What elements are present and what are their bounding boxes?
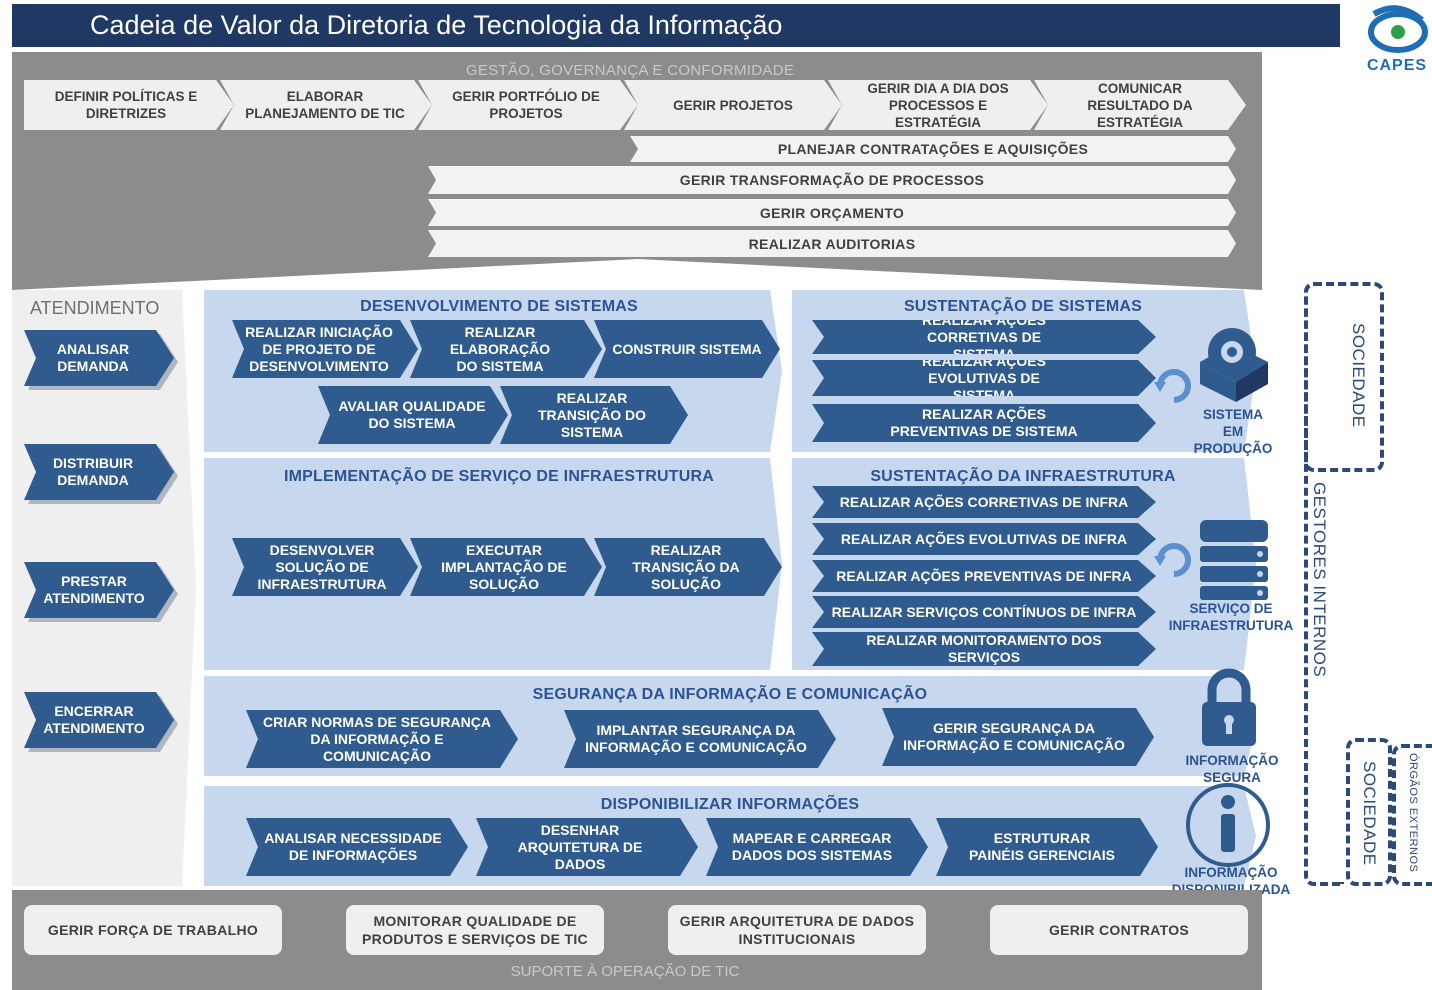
sust-infra-evolutivas: REALIZAR AÇÕES EVOLUTIVAS DE INFRA	[812, 523, 1156, 555]
atend-step-encerrar-atendimento: ENCERRAR ATENDIMENTO	[24, 692, 174, 748]
sust-sis-preventivas: REALIZAR AÇÕES PREVENTIVAS DE SISTEMA	[812, 404, 1156, 442]
gov-step-elaborar-planejamento: ELABORAR PLANEJAMENTO DE TIC	[220, 80, 432, 130]
orgaos-box	[1392, 744, 1432, 886]
infra-step-desenvolver: DESENVOLVER SOLUÇÃO DE INFRAESTRUTURA	[232, 538, 418, 596]
atend-step-analisar-demanda: ANALISAR DEMANDA	[24, 330, 174, 386]
atendimento-title: ATENDIMENTO	[30, 297, 160, 318]
dev-step-iniciacao: REALIZAR INICIAÇÃO DE PROJETO DE DESENVO…	[232, 320, 418, 378]
panel-title-sustentacao-infra: SUSTENTAÇÃO DA INFRAESTRUTURA	[870, 468, 1176, 485]
infra-step-executar: EXECUTAR IMPLANTAÇÃO DE SOLUÇÃO	[410, 538, 602, 596]
support-monitorar-qualidade: MONITORAR QUALIDADE DE PRODUTOS E SERVIÇ…	[346, 905, 604, 955]
seg-step-implantar: IMPLANTAR SEGURANÇA DA INFORMAÇÃO E COMU…	[564, 710, 836, 768]
support-title: SUPORTE À OPERAÇÃO DE TIC	[510, 962, 740, 980]
panel-title-desenvolvimento: DESENVOLVIMENTO DE SISTEMAS	[360, 298, 638, 315]
capes-logo-icon	[1368, 5, 1428, 53]
dev-step-transicao: REALIZAR TRANSIÇÃO DO SISTEMA	[500, 386, 688, 444]
governance-title: GESTÃO, GOVERNANÇA E CONFORMIDADE	[465, 61, 795, 79]
atend-step-distribuir-demanda: DISTRIBUIR DEMANDA	[24, 444, 174, 500]
support-gerir-contratos: GERIR CONTRATOS	[990, 905, 1248, 955]
disp-step-analisar: ANALISAR NECESSIDADE DE INFORMAÇÕES	[246, 818, 468, 876]
gov-step-gerir-portfolio: GERIR PORTFÓLIO DE PROJETOS	[418, 80, 638, 130]
gov-bar-realizar-auditorias: REALIZAR AUDITORIAS	[428, 230, 1236, 257]
gov-bar-gerir-transformacao: GERIR TRANSFORMAÇÃO DE PROCESSOS	[428, 166, 1236, 194]
gov-bar-gerir-orcamento: GERIR ORÇAMENTO	[428, 199, 1236, 226]
info-icon	[1186, 783, 1270, 867]
disp-step-estruturar: ESTRUTURAR PAINÉIS GERENCIAIS	[936, 818, 1158, 876]
support-gerir-forca-de-trabalho: GERIR FORÇA DE TRABALHO	[24, 905, 282, 955]
dev-step-construir: CONSTRUIR SISTEMA	[594, 320, 780, 378]
lock-icon	[1202, 668, 1256, 746]
capes-logo-text: CAPES	[1366, 57, 1428, 74]
infra-step-transicao: REALIZAR TRANSIÇÃO DA SOLUÇÃO	[594, 538, 782, 596]
label-gestores-internos: GESTORES INTERNOS	[1310, 482, 1329, 678]
disp-step-desenhar: DESENHAR ARQUITETURA DE DADOS	[476, 818, 698, 876]
atend-step-prestar-atendimento: PRESTAR ATENDIMENTO	[24, 562, 174, 618]
dev-step-elaboracao: REALIZAR ELABORAÇÃO DO SISTEMA	[410, 320, 602, 378]
label-sociedade-bottom: SOCIEDADE	[1360, 760, 1379, 866]
sust-infra-preventivas: REALIZAR AÇÕES PREVENTIVAS DE INFRA	[812, 560, 1156, 592]
sust-sis-corretivas: REALIZAR AÇÕES CORRETIVAS DE SISTEMA	[812, 320, 1156, 354]
server-icon	[1200, 520, 1268, 600]
seg-step-criar-normas: CRIAR NORMAS DE SEGURANÇA DA INFORMAÇÃO …	[246, 710, 518, 768]
output-informacao-segura: INFORMAÇÃO SEGURA	[1185, 753, 1279, 785]
support-gerir-arquitetura: GERIR ARQUITETURA DE DADOS INSTITUCIONAI…	[668, 905, 926, 955]
page-title-bar: Cadeia de Valor da Diretoria de Tecnolog…	[12, 4, 1340, 47]
label-sociedade-top: SOCIEDADE	[1349, 322, 1368, 428]
gov-step-gerir-dia-a-dia: GERIR DIA A DIA DOS PROCESSOS E ESTRATÉG…	[828, 80, 1048, 130]
sust-infra-corretivas: REALIZAR AÇÕES CORRETIVAS DE INFRA	[812, 486, 1156, 518]
gov-step-gerir-projetos: GERIR PROJETOS	[624, 80, 842, 130]
gov-bar-planejar-contratacoes: PLANEJAR CONTRATAÇÕES E AQUISIÇÕES	[630, 136, 1236, 162]
page-title: Cadeia de Valor da Diretoria de Tecnolog…	[90, 10, 783, 40]
sociedade-bottom-box	[1346, 738, 1392, 886]
seg-step-gerir: GERIR SEGURANÇA DA INFORMAÇÃO E COMUNICA…	[882, 708, 1154, 766]
sust-sis-evolutivas: REALIZAR AÇÕES EVOLUTIVAS DE SISTEMA	[812, 360, 1156, 396]
gestores-box	[1304, 282, 1344, 886]
production-system-icon	[1200, 328, 1268, 402]
dev-step-avaliar-qualidade: AVALIAR QUALIDADE DO SISTEMA	[318, 386, 508, 444]
output-servico-de-infraestrutura: SERVIÇO DE INFRAESTRUTURA	[1168, 601, 1294, 633]
panel-title-seguranca: SEGURANÇA DA INFORMAÇÃO E COMUNICAÇÃO	[532, 686, 928, 703]
disp-step-mapear: MAPEAR E CARREGAR DADOS DOS SISTEMAS	[706, 818, 928, 876]
cycle-arrow-icon	[1154, 543, 1191, 577]
label-orgaos-externos: ÓRGÃOS EXTERNOS	[1407, 753, 1419, 873]
cycle-arrow-icon	[1154, 369, 1191, 403]
sust-infra-continuos: REALIZAR SERVIÇOS CONTÍNUOS DE INFRA	[812, 596, 1156, 628]
sust-infra-monitoramento: REALIZAR MONITORAMENTO DOS SERVIÇOS	[812, 632, 1156, 666]
output-sistema-em-producao: SISTEMA EM PRODUÇÃO	[1193, 407, 1273, 456]
panel-title-implementacao-infra: IMPLEMENTAÇÃO DE SERVIÇO DE INFRAESTRUTU…	[283, 468, 715, 485]
panel-title-disponibilizar: DISPONIBILIZAR INFORMAÇÕES	[600, 796, 860, 813]
gov-step-comunicar-resultado: COMUNICAR RESULTADO DA ESTRATÉGIA	[1034, 80, 1246, 130]
panel-title-sustentacao-sistemas: SUSTENTAÇÃO DE SISTEMAS	[903, 298, 1143, 315]
gov-step-definir-politicas: DEFINIR POLÍTICAS E DIRETRIZES	[24, 80, 234, 130]
